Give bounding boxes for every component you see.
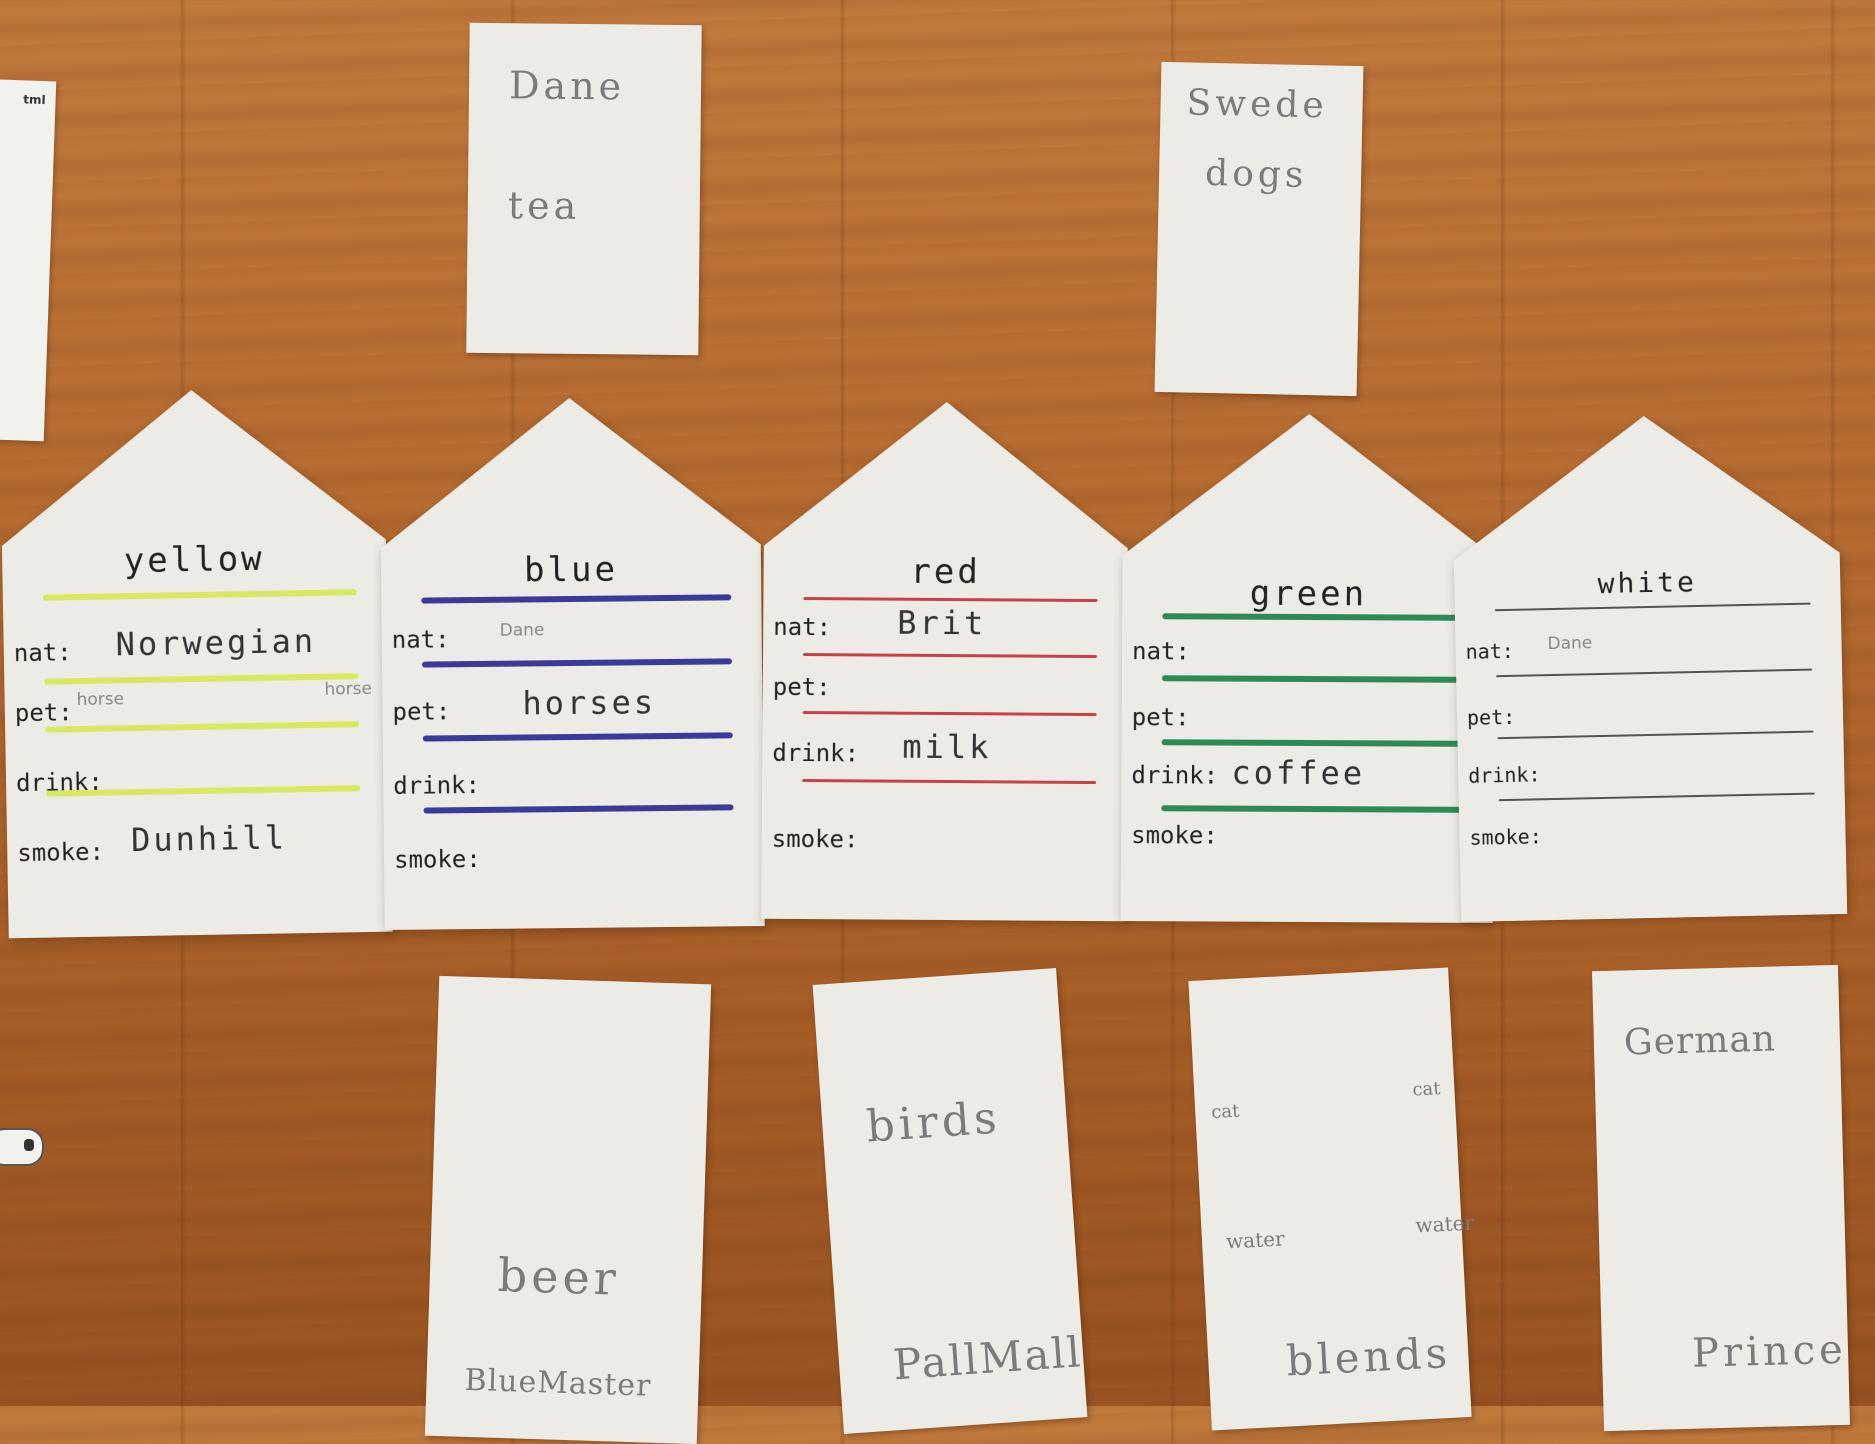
smoke-label: smoke: — [1469, 824, 1543, 850]
card-dane-tea: Dane tea — [466, 22, 702, 356]
card-text: German — [1623, 1018, 1777, 1064]
smoke-label: smoke: — [771, 824, 859, 854]
pet-label: pet: — [772, 672, 831, 702]
pet-note: horse — [76, 689, 125, 711]
drink-label: drink: — [393, 770, 481, 800]
marker-pen — [0, 1128, 44, 1166]
nat-label: nat: — [13, 638, 72, 668]
card-text: dogs — [1204, 152, 1308, 196]
house-color: red — [910, 551, 981, 593]
card-swede-dogs: Swede dogs — [1154, 61, 1364, 397]
paper-sheet-edge: tml — [0, 78, 57, 442]
card-note: water — [1225, 1226, 1286, 1254]
nat-label: nat: — [1465, 638, 1515, 664]
pet-label: pet: — [14, 698, 73, 728]
card-text: tea — [507, 183, 581, 228]
card-text: BlueMaster — [464, 1362, 652, 1404]
drink-value: milk — [902, 727, 992, 767]
card-text: birds — [864, 1092, 1003, 1153]
house-blue: blue nat: Dane pet: horses drink: smoke: — [379, 396, 765, 930]
card-note: cat — [1210, 1100, 1240, 1124]
house-color: green — [1249, 573, 1368, 615]
drink-label: drink: — [772, 738, 860, 768]
drink-label: drink: — [1467, 762, 1541, 788]
house-yellow: yellow nat: Norwegian pet: horse horse d… — [0, 387, 393, 939]
pet-label: pet: — [1131, 703, 1190, 732]
smoke-value: Dunhill — [130, 818, 288, 860]
nat-label: nat: — [391, 625, 450, 654]
card-beer: beer BlueMaster — [424, 975, 712, 1444]
card-text: PallMall — [891, 1327, 1084, 1390]
nat-note: Dane — [1547, 633, 1593, 655]
pen-tip — [24, 1139, 34, 1151]
smoke-label: smoke: — [1131, 821, 1218, 850]
drink-label: drink: — [1131, 761, 1219, 790]
card-german: German Prince — [1592, 964, 1850, 1432]
smoke-label: smoke: — [393, 844, 481, 874]
card-note: water — [1414, 1210, 1475, 1238]
house-white: white nat: Dane pet: drink: smoke: — [1451, 412, 1847, 922]
nat-value: Norwegian — [115, 621, 317, 664]
card-text: Swede — [1186, 82, 1329, 127]
house-color: yellow — [123, 538, 265, 582]
pet-label: pet: — [392, 697, 451, 726]
sheet-text: tml — [23, 92, 46, 108]
nat-value: Brit — [897, 603, 987, 643]
house-color: blue — [523, 549, 619, 591]
pet-note: horse — [324, 678, 373, 700]
card-text: Prince — [1691, 1326, 1848, 1377]
card-text: beer — [497, 1247, 621, 1306]
pet-label: pet: — [1466, 704, 1516, 730]
card-text: Dane — [508, 63, 626, 109]
nat-label: nat: — [773, 612, 832, 642]
nat-note: Dane — [499, 620, 545, 641]
nat-label: nat: — [1132, 637, 1190, 666]
house-red: red nat: Brit pet: drink: milk smoke: — [761, 401, 1129, 922]
card-note: cat — [1411, 1078, 1441, 1101]
drink-value: coffee — [1231, 753, 1366, 793]
pet-value: horses — [522, 683, 657, 723]
card-text: blends — [1285, 1327, 1453, 1386]
card-birds: birds PallMall — [812, 968, 1088, 1434]
smoke-label: smoke: — [17, 837, 105, 868]
card-blends: cat cat water water blends — [1188, 967, 1475, 1431]
house-green: green nat: pet: drink: coffee smoke: — [1121, 413, 1496, 923]
